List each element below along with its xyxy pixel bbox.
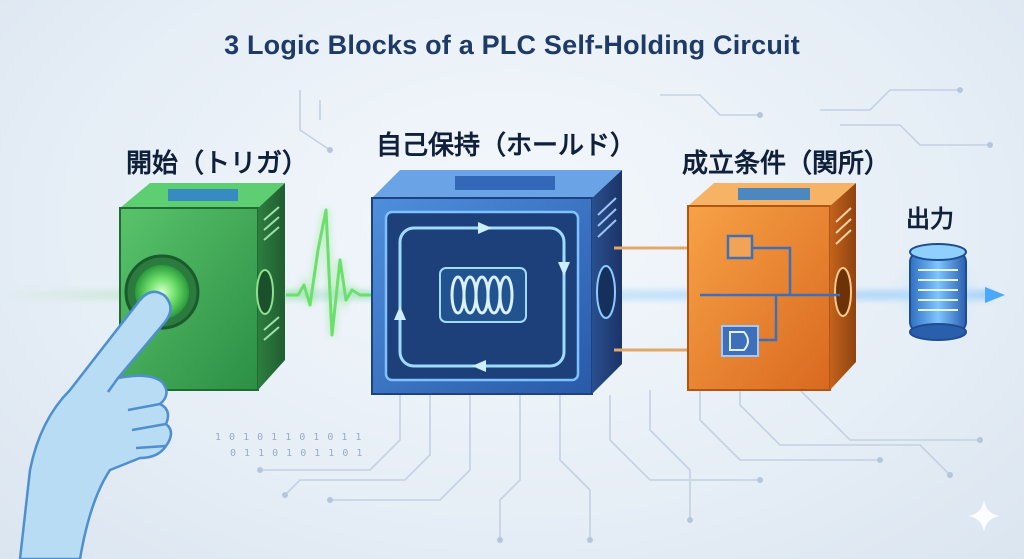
- binary-digits-line: 0 1 1 0 1 0 1 1 0 1: [230, 448, 364, 459]
- hold-block-top-panel: [455, 176, 555, 190]
- sparkle-icon: [968, 500, 1000, 532]
- condition-output-port: [834, 267, 852, 317]
- condition-label: 成立条件（関所）: [682, 149, 891, 179]
- circuit-nodes: [257, 87, 993, 543]
- condition-block-front: [687, 205, 831, 391]
- condition-contact-box: [726, 234, 754, 260]
- condition-block-top-panel: [738, 188, 810, 200]
- start-block-top-panel: [168, 189, 238, 201]
- output-arrowhead: [985, 287, 1005, 303]
- self-hold-block: [371, 170, 622, 395]
- coil-icon: [439, 267, 527, 323]
- hold-output-port: [596, 265, 616, 319]
- output-coil-bottom: [909, 323, 967, 341]
- page-title: 3 Logic Blocks of a PLC Self-Holding Cir…: [224, 30, 800, 60]
- condition-block: [687, 183, 856, 391]
- output-coil-windings: [918, 269, 958, 311]
- start-trigger-label: 開始（トリガ）: [126, 149, 309, 179]
- binary-digits-line: 1 0 1 0 1 1 0 1 0 1 1: [215, 432, 363, 443]
- output-coil-icon: [909, 251, 967, 333]
- loop-arrow-icons: [394, 222, 570, 372]
- start-block-vents: [263, 206, 280, 341]
- logic-gate-icon: [721, 325, 759, 357]
- background-circuit-traces: [260, 89, 990, 540]
- output-coil: [893, 243, 981, 341]
- output-label: 出力: [906, 205, 954, 233]
- output-coil-top: [909, 243, 967, 261]
- self-hold-label: 自己保持（ホールド）: [376, 131, 637, 161]
- trigger-pulse-glow: [286, 209, 372, 336]
- start-trigger-block: [119, 183, 285, 391]
- hold-block-vents: [597, 197, 617, 238]
- condition-wiring: [700, 246, 840, 342]
- condition-block-vents: [835, 207, 852, 245]
- start-output-port: [256, 269, 274, 315]
- hand-icon: [18, 290, 173, 559]
